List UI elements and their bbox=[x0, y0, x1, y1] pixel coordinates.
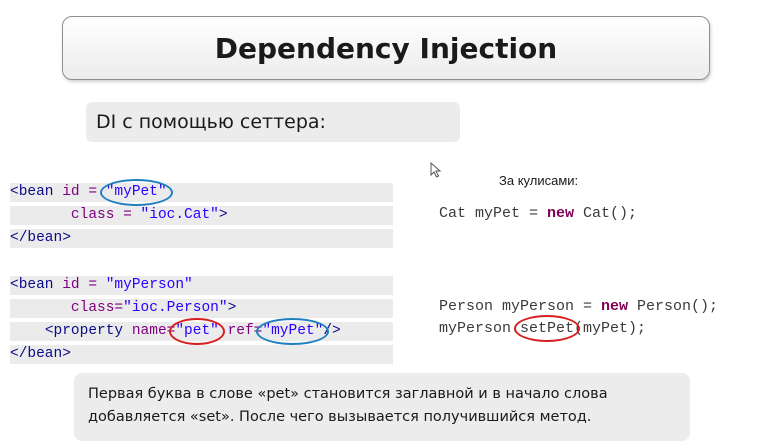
note-line-1: Первая буква в слове «pet» становится за… bbox=[88, 386, 608, 402]
java-line-setter-call: myPerson.setPet(myPet); bbox=[439, 315, 646, 342]
subtitle-box: DI с помощью сеттера: bbox=[86, 102, 460, 142]
red-oval-mark bbox=[169, 318, 225, 345]
java-line-cat: Cat myPet = new Cat(); bbox=[439, 205, 638, 222]
slide-subtitle: DI с помощью сеттера: bbox=[96, 111, 326, 133]
slide-title: Dependency Injection bbox=[214, 31, 558, 65]
note-line-2: добавляется «set». После чего вызывается… bbox=[88, 409, 592, 425]
xml-line-bean1-open: <bean id = "myPet" bbox=[10, 179, 393, 206]
highlight-mypet-ref: "myPet" bbox=[256, 318, 330, 345]
blue-oval-mark bbox=[99, 179, 173, 206]
xml-line-bean2-class: class="ioc.Person"> bbox=[10, 299, 393, 318]
explanation-note: Первая буква в слове «pet» становится за… bbox=[74, 373, 690, 441]
xml-line-bean2-close: </bean> bbox=[10, 345, 393, 364]
red-oval-mark bbox=[514, 315, 581, 342]
xml-line-bean2-open: <bean id = "myPerson" bbox=[10, 276, 393, 295]
title-box: Dependency Injection bbox=[62, 16, 710, 80]
xml-line-bean1-class: class = "ioc.Cat"> bbox=[10, 206, 393, 225]
highlight-setpet: setPet bbox=[514, 315, 581, 342]
blue-oval-mark bbox=[256, 318, 330, 345]
highlight-mypet-id: "myPet" bbox=[99, 179, 173, 206]
xml-line-property: <property name="pet" ref="myPet"/> bbox=[10, 318, 393, 345]
highlight-pet-name: "pet" bbox=[169, 318, 225, 345]
xml-line-bean1-close: </bean> bbox=[10, 229, 393, 248]
java-line-person: Person myPerson = new Person(); bbox=[439, 298, 719, 315]
mouse-pointer-icon bbox=[430, 162, 442, 178]
behind-scenes-label: За кулисами: bbox=[499, 173, 579, 188]
